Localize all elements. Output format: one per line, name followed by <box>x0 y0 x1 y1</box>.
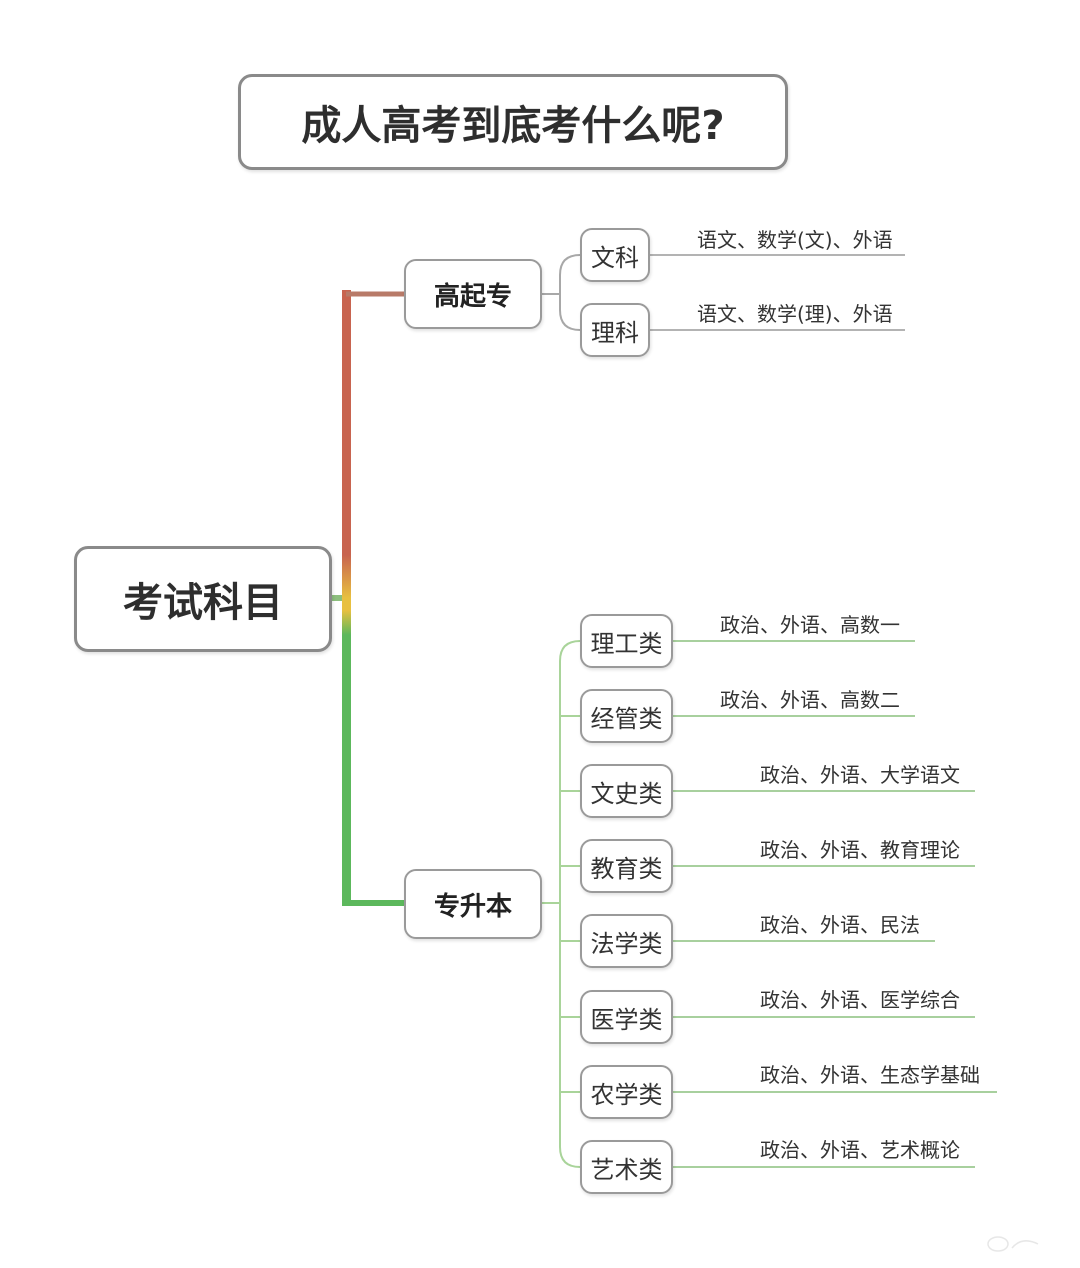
category-node: 文科 <box>580 228 650 282</box>
category-label: 文科 <box>591 243 639 272</box>
category-node: 法学类 <box>580 914 673 968</box>
category-label: 法学类 <box>590 929 663 958</box>
category-label: 医学类 <box>590 1005 663 1034</box>
category-node: 医学类 <box>580 990 673 1044</box>
subject-list: 政治、外语、大学语文 <box>760 763 960 787</box>
subject-list: 政治、外语、教育理论 <box>760 838 960 862</box>
category-label: 经管类 <box>590 704 663 733</box>
branch-node-zhuanshengben: 专升本 <box>404 869 542 939</box>
category-node: 教育类 <box>580 839 673 893</box>
page-title: 成人高考到底考什么呢? <box>301 103 725 149</box>
subject-list: 政治、外语、民法 <box>760 913 920 937</box>
subject-list: 政治、外语、高数二 <box>720 688 900 712</box>
trunk-vertical <box>342 290 351 906</box>
category-label: 理工类 <box>590 629 663 658</box>
category-node: 文史类 <box>580 764 673 818</box>
branch-node-gaoqizhuan: 高起专 <box>404 259 542 329</box>
category-label: 教育类 <box>590 854 663 883</box>
branch-label: 专升本 <box>433 891 512 922</box>
title-box: 成人高考到底考什么呢? <box>238 74 788 170</box>
watermark-icon <box>987 1236 1039 1252</box>
category-node: 理科 <box>580 303 650 357</box>
category-label: 农学类 <box>590 1080 663 1109</box>
category-node: 经管类 <box>580 689 673 743</box>
category-node: 农学类 <box>580 1065 673 1119</box>
root-label: 考试科目 <box>123 580 283 626</box>
category-label: 文史类 <box>590 779 663 808</box>
zhuanshengben-underlines <box>672 640 997 1168</box>
gaoqizhuan-underlines <box>649 254 905 331</box>
subject-list: 政治、外语、艺术概论 <box>760 1138 960 1162</box>
branch-label: 高起专 <box>433 281 512 312</box>
gaoqizhuan-connectors <box>540 254 581 331</box>
subject-list: 政治、外语、高数一 <box>720 613 900 637</box>
category-node: 理工类 <box>580 614 673 668</box>
subject-list: 语文、数学(文)、外语 <box>697 228 893 252</box>
subject-list: 政治、外语、医学综合 <box>760 988 960 1012</box>
zhuanshengben-connectors <box>540 640 581 1168</box>
subject-list: 语文、数学(理)、外语 <box>697 302 893 326</box>
category-node: 艺术类 <box>580 1140 673 1194</box>
category-label: 理科 <box>591 318 639 347</box>
category-label: 艺术类 <box>590 1155 663 1184</box>
root-node: 考试科目 <box>74 546 332 652</box>
subject-list: 政治、外语、生态学基础 <box>760 1063 980 1087</box>
